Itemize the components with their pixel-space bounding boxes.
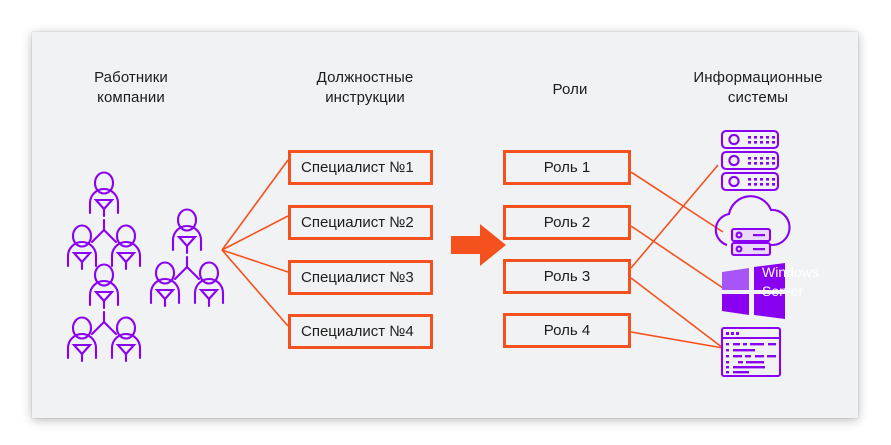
role-box-3[interactable]: Роль 3: [503, 259, 631, 294]
column-title-job-descriptions: Должностные инструкции: [316, 69, 414, 106]
column-title-roles: Роли: [552, 81, 588, 98]
role-box-1[interactable]: Роль 1: [503, 150, 631, 185]
job-box-3[interactable]: Специалист №3: [288, 260, 433, 295]
role-box-2[interactable]: Роль 2: [503, 205, 631, 240]
job-box-4[interactable]: Специалист №4: [288, 314, 433, 349]
job-box-1[interactable]: Специалист №1: [288, 150, 433, 185]
job-box-2[interactable]: Специалист №2: [288, 205, 433, 240]
column-title-information-systems: Информационные системы: [693, 69, 823, 106]
column-title-workers: Работники компании: [94, 69, 168, 106]
windows-server-label: Windows Server: [762, 264, 819, 299]
role-box-4[interactable]: Роль 4: [503, 313, 631, 348]
